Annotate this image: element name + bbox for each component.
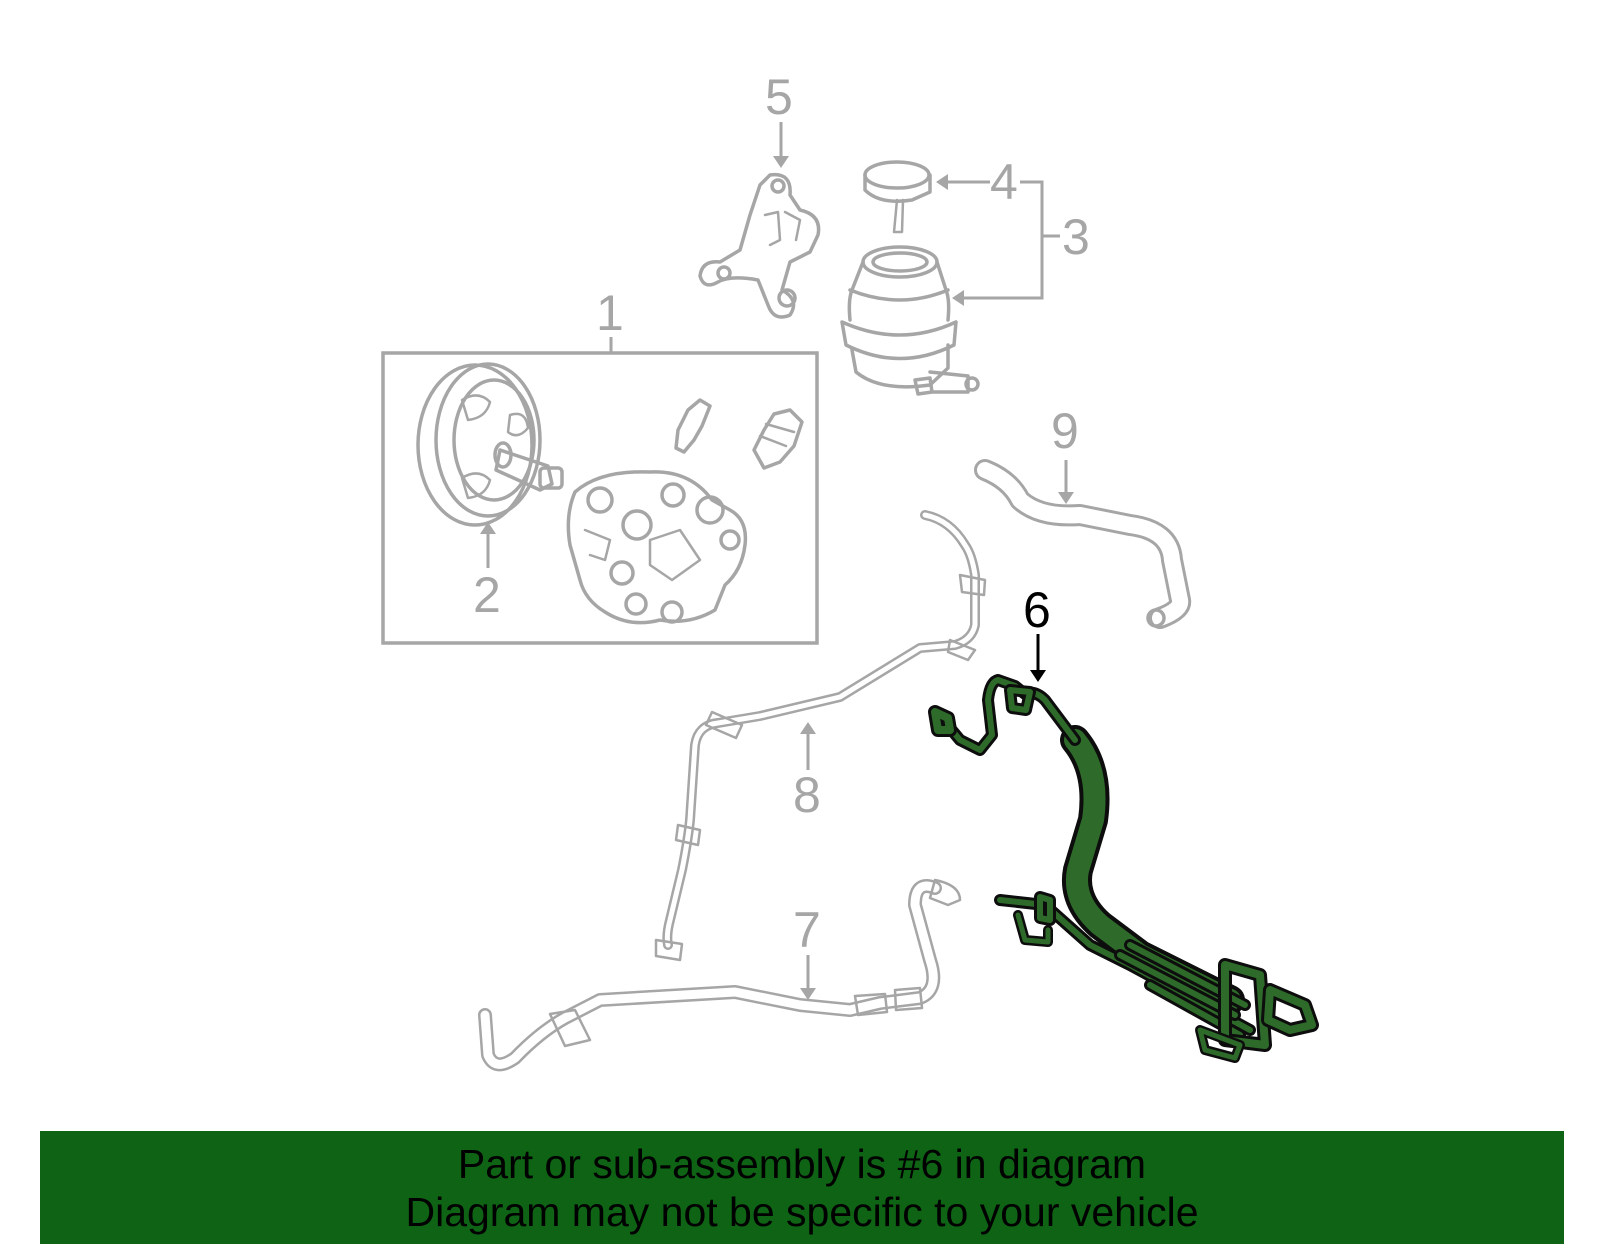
callout-labels: 1 2 3 4 5 6 7 8 9 (473, 69, 1090, 958)
part-3-reservoir (840, 245, 980, 396)
part-1-pump-assembly (381, 337, 819, 645)
callout-label-2: 2 (473, 567, 501, 623)
pump-fittings (674, 398, 804, 470)
callout-label-9: 9 (1051, 403, 1079, 459)
part-2-pulley (416, 362, 564, 527)
part-6-pressure-hose (928, 674, 1319, 1063)
callout-leaders (480, 122, 1074, 1000)
part-4-cap (863, 160, 932, 234)
callout-label-6: 6 (1023, 582, 1051, 638)
callout-label-4: 4 (990, 154, 1018, 210)
callout-label-5: 5 (765, 69, 793, 125)
banner-line-part: Part or sub-assembly is #6 in diagram (457, 1140, 1147, 1187)
part-7-line (478, 878, 962, 1072)
callout-label-8: 8 (793, 767, 821, 823)
part-9-hose (974, 459, 1192, 629)
pump-body (566, 470, 748, 625)
callout-label-7: 7 (793, 902, 821, 958)
info-banner: Part or sub-assembly is #6 in diagram Di… (40, 1131, 1564, 1244)
banner-line-disclaimer: Diagram may not be specific to your vehi… (405, 1188, 1199, 1235)
callout-label-1: 1 (596, 285, 624, 341)
part-5-bracket (698, 172, 821, 319)
part-8-line (654, 510, 987, 962)
callout-label-3: 3 (1062, 209, 1090, 265)
